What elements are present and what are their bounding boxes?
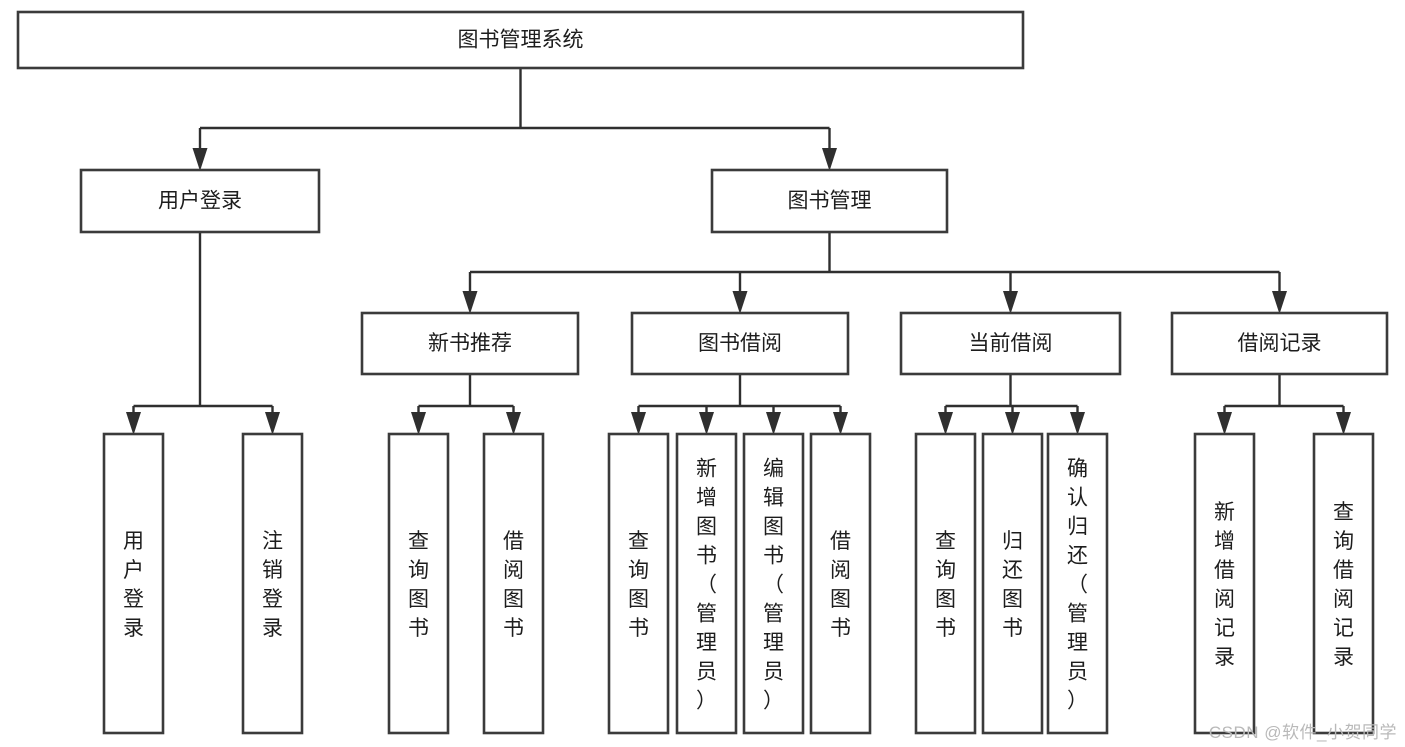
edge-arrowhead-icon: [699, 412, 714, 435]
edge-arrowhead-icon: [411, 412, 426, 435]
node-leaf-new-1[interactable]: 查询图书: [387, 432, 450, 735]
node-label: 借阅记录: [1238, 332, 1322, 355]
edge-arrowhead-icon: [732, 291, 748, 314]
node-box[interactable]: [482, 432, 545, 735]
node-leaf-login-2[interactable]: 注销登录: [241, 432, 304, 735]
node-label: 查询图书: [935, 530, 956, 640]
edge-arrowhead-icon: [1336, 412, 1351, 435]
node-label: 图书借阅: [698, 332, 782, 355]
node-leaf-cur-2[interactable]: 归还图书: [981, 432, 1044, 735]
node-box[interactable]: [241, 432, 304, 735]
node-box[interactable]: [1170, 311, 1389, 376]
node-box[interactable]: [16, 10, 1025, 70]
node-label: 用户登录: [123, 530, 144, 640]
edge-arrowhead-icon: [833, 412, 848, 435]
node-label: 确认归还（管理员）: [1067, 458, 1088, 713]
node-leaf-bor-4[interactable]: 借阅图书: [809, 432, 872, 735]
node-box[interactable]: [1193, 432, 1256, 735]
node-box[interactable]: [360, 311, 580, 376]
edge-arrowhead-icon: [462, 291, 478, 314]
node-box[interactable]: [1312, 432, 1375, 735]
edge-arrowhead-icon: [631, 412, 646, 435]
node-box[interactable]: [899, 311, 1122, 376]
edge-arrowhead-icon: [265, 412, 280, 435]
node-leaf-new-2[interactable]: 借阅图书: [482, 432, 545, 735]
node-leaf-cur-1[interactable]: 查询图书: [914, 432, 977, 735]
node-label: 编辑图书（管理员）: [763, 458, 784, 713]
edge-arrowhead-icon: [192, 148, 208, 171]
edge-arrowhead-icon: [1005, 412, 1020, 435]
edge-arrowhead-icon: [126, 412, 141, 435]
node-label: 查询图书: [408, 530, 429, 640]
edge-arrowhead-icon: [1272, 291, 1287, 314]
node-label: 查询图书: [628, 530, 649, 640]
node-label: 当前借阅: [969, 332, 1053, 355]
node-label: 图书管理系统: [458, 29, 584, 52]
node-leaf-bor-2[interactable]: 新增图书（管理员）: [675, 432, 738, 735]
node-root[interactable]: 图书管理系统: [16, 10, 1025, 70]
edge-arrowhead-icon: [506, 412, 521, 435]
edge-arrowhead-icon: [1003, 291, 1018, 314]
node-leaf-rec-2[interactable]: 查询借阅记录: [1312, 432, 1375, 735]
edge-group-bookmgmt: [462, 232, 1287, 314]
edge-arrowhead-icon: [1217, 412, 1232, 435]
nodes-layer: 图书管理系统用户登录图书管理新书推荐图书借阅当前借阅借阅记录用户登录注销登录查询…: [16, 10, 1389, 735]
node-bookmgmt[interactable]: 图书管理: [710, 168, 949, 234]
node-box[interactable]: [914, 432, 977, 735]
edge-group-borrow: [631, 374, 848, 435]
edge-group-newbooks: [411, 374, 521, 435]
node-box[interactable]: [607, 432, 670, 735]
edges-layer: [126, 68, 1351, 435]
node-newbooks[interactable]: 新书推荐: [360, 311, 580, 376]
node-label: 新书推荐: [428, 332, 512, 355]
node-box[interactable]: [981, 432, 1044, 735]
node-label: 归还图书: [1002, 530, 1023, 640]
edge-group-records: [1217, 374, 1351, 435]
node-leaf-cur-3[interactable]: 确认归还（管理员）: [1046, 432, 1109, 735]
node-box[interactable]: [79, 168, 321, 234]
node-leaf-login-1[interactable]: 用户登录: [102, 432, 165, 735]
node-borrow[interactable]: 图书借阅: [630, 311, 850, 376]
node-records[interactable]: 借阅记录: [1170, 311, 1389, 376]
node-box[interactable]: [710, 168, 949, 234]
node-leaf-bor-3[interactable]: 编辑图书（管理员）: [742, 432, 805, 735]
edge-group-current: [938, 374, 1085, 435]
node-box[interactable]: [742, 432, 805, 735]
edge-group-login: [126, 232, 280, 435]
node-label: 用户登录: [158, 190, 242, 213]
node-box[interactable]: [675, 432, 738, 735]
watermark-label: CSDN @软件_小贺同学: [1208, 723, 1397, 742]
node-box[interactable]: [809, 432, 872, 735]
edge-arrowhead-icon: [1070, 412, 1085, 435]
edge-arrowhead-icon: [822, 148, 837, 171]
node-label: 借阅图书: [830, 530, 851, 640]
node-box[interactable]: [630, 311, 850, 376]
node-leaf-bor-1[interactable]: 查询图书: [607, 432, 670, 735]
node-box[interactable]: [1046, 432, 1109, 735]
node-label: 图书管理: [788, 190, 872, 213]
edge-arrowhead-icon: [938, 412, 953, 435]
edge-arrowhead-icon: [766, 412, 781, 435]
edge-group-root: [192, 68, 837, 171]
node-leaf-rec-1[interactable]: 新增借阅记录: [1193, 432, 1256, 735]
node-box[interactable]: [102, 432, 165, 735]
node-label: 借阅图书: [503, 530, 524, 640]
node-label: 注销登录: [262, 530, 283, 640]
node-login[interactable]: 用户登录: [79, 168, 321, 234]
node-box[interactable]: [387, 432, 450, 735]
node-label: 新增图书（管理员）: [696, 458, 717, 713]
node-current[interactable]: 当前借阅: [899, 311, 1122, 376]
node-label: 查询借阅记录: [1333, 501, 1354, 669]
node-label: 新增借阅记录: [1214, 501, 1235, 669]
